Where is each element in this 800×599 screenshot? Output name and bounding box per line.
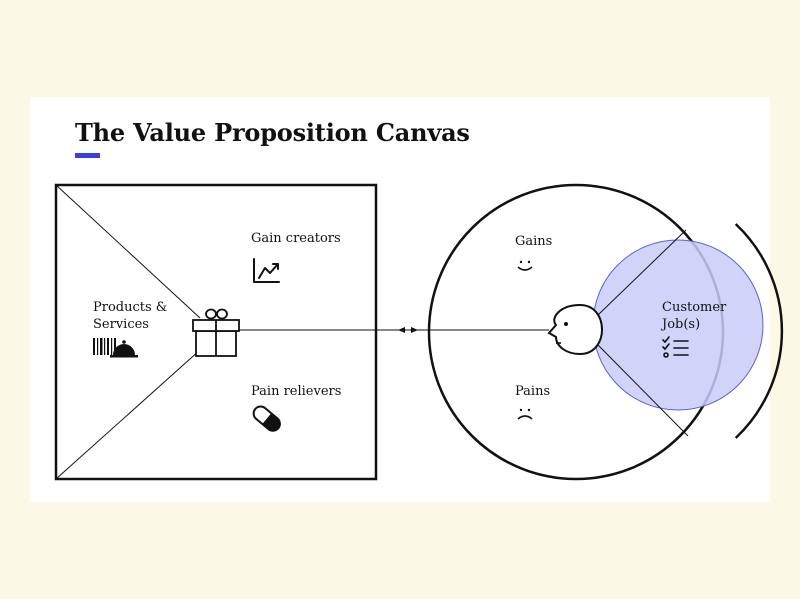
value-map-diagonal-top (55, 184, 201, 319)
products-services-line2: Services (93, 317, 149, 332)
customer-profile (427, 183, 784, 481)
products-services-line1: Products & (93, 300, 168, 315)
customer-jobs-line2: Job(s) (662, 317, 701, 332)
customer-jobs-line1: Customer (662, 300, 727, 315)
value-map (54, 183, 378, 481)
checklist-icon (662, 336, 689, 358)
frown-icon (517, 408, 533, 420)
rising-chart-icon (253, 258, 280, 283)
smile-icon (517, 260, 533, 271)
customer-jobs-label: Customer Job(s) (662, 299, 726, 333)
face-profile-icon (547, 303, 604, 356)
products-services-label: Products & Services (93, 299, 167, 333)
title-accent-bar (75, 153, 100, 158)
pains-label: Pains (515, 384, 551, 399)
value-map-frame (54, 183, 378, 481)
pill-icon (252, 405, 281, 432)
page-title: The Value Proposition Canvas (75, 118, 470, 147)
pain-relievers-label: Pain relievers (251, 384, 342, 399)
gains-label: Gains (515, 234, 553, 249)
barcode-and-cloche-icon (93, 338, 138, 358)
profile-circle-overlay-arc (734, 223, 784, 439)
arrowhead-left (398, 327, 405, 333)
connector-arrow (238, 327, 549, 333)
gain-creators-label: Gain creators (251, 231, 341, 246)
profile-divider-bottom (597, 344, 689, 437)
profile-divider-top (597, 229, 687, 316)
gift-icon (192, 308, 240, 357)
arrowhead-right (411, 327, 418, 333)
value-map-diagonal-bottom (55, 349, 201, 480)
